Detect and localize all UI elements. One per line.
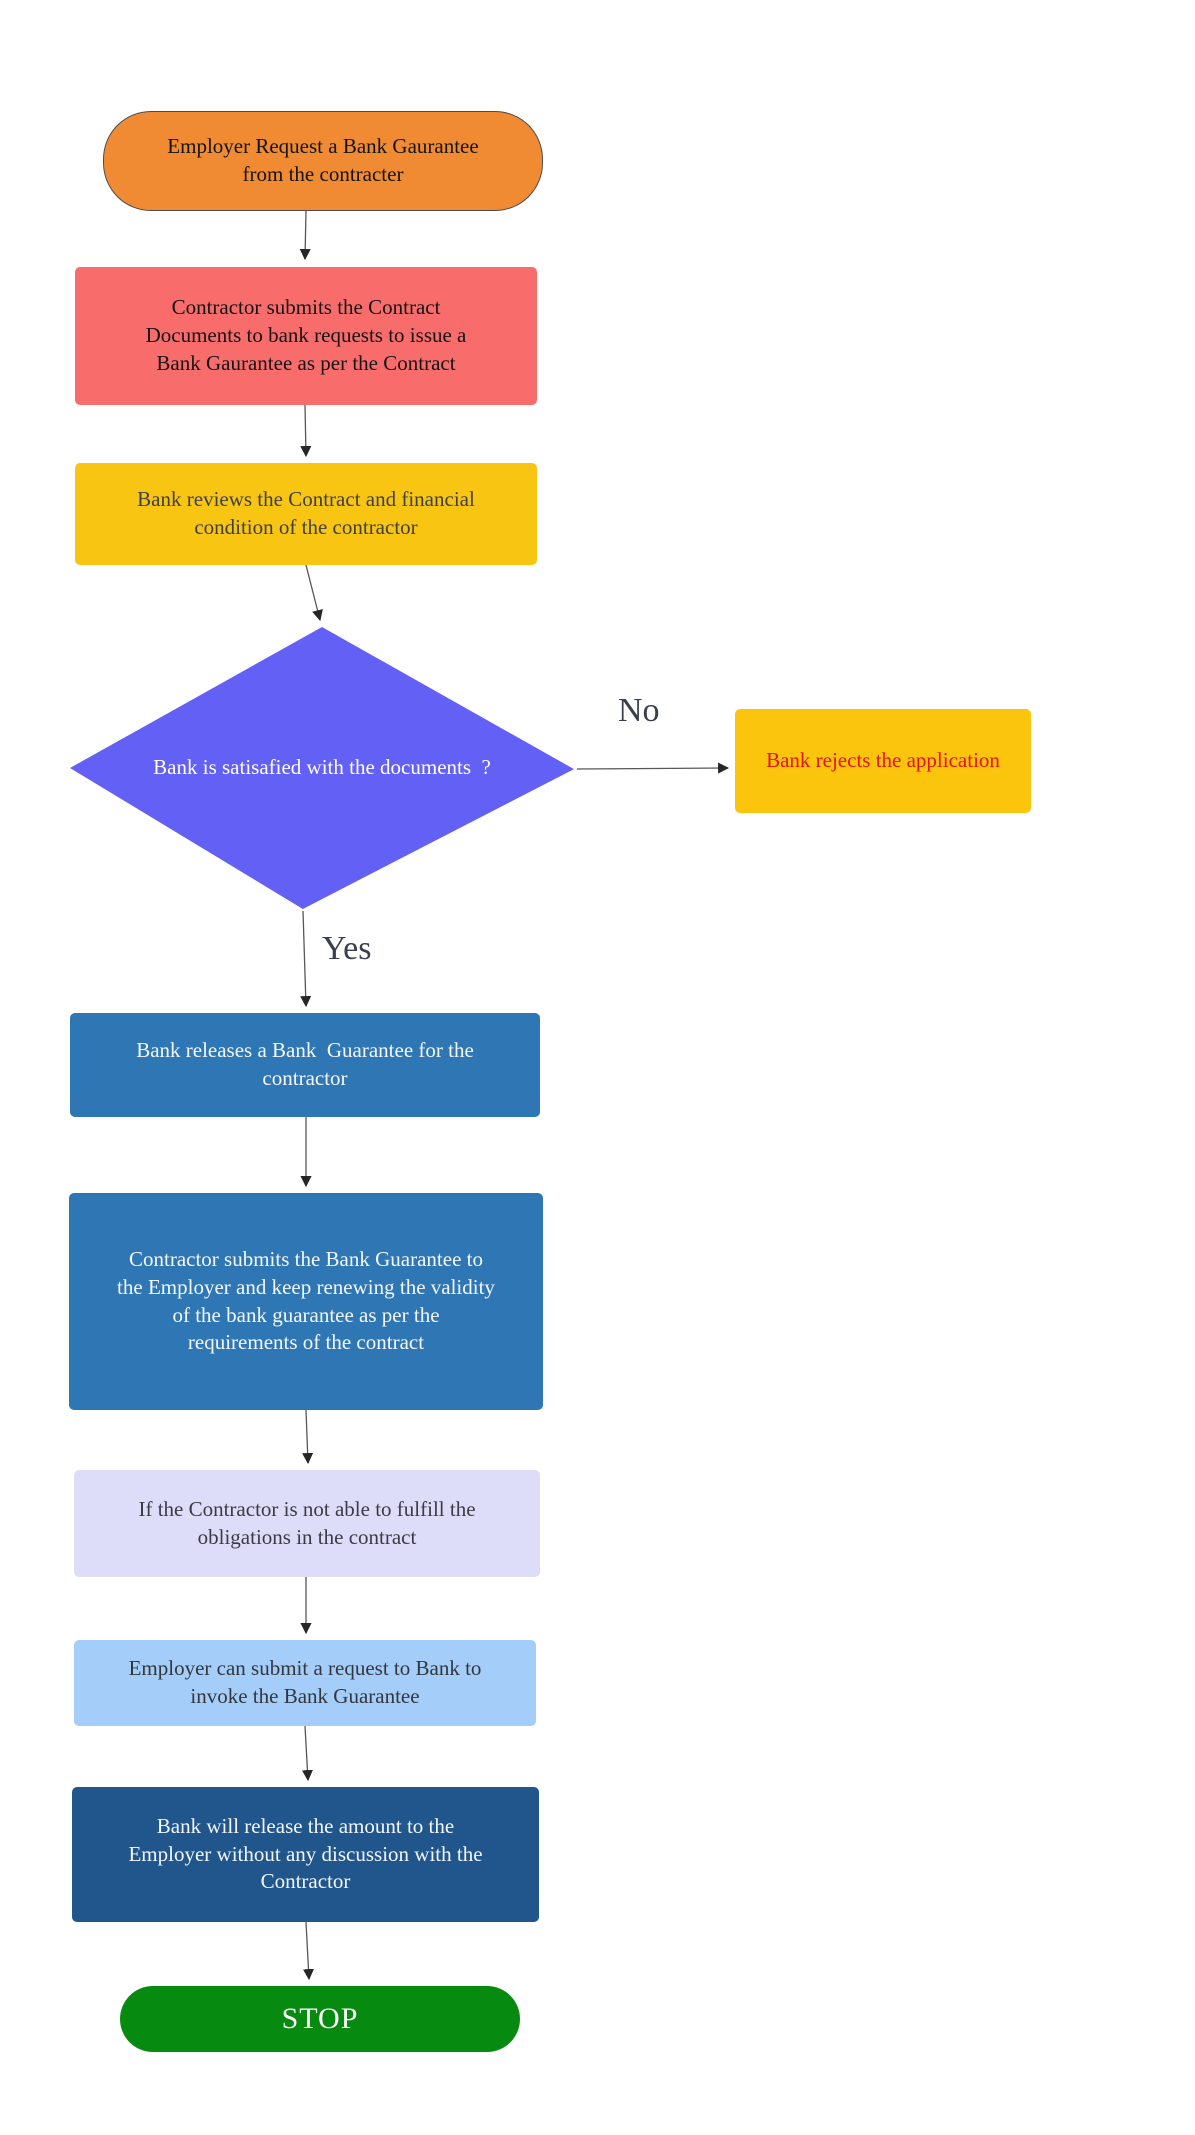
node-employer-invoke-request: Employer can submit a request to Bank to… (74, 1640, 536, 1726)
edge-label-yes: Yes (322, 930, 372, 967)
edge-label-no: No (618, 692, 660, 729)
node-contractor-submits-guarantee: Contractor submits the Bank Guarantee to… (69, 1193, 543, 1410)
arrow-invoke-to-amount (301, 1725, 313, 1782)
node-stop-terminator: STOP (120, 1986, 520, 2052)
node-contractor-not-fulfill: If the Contractor is not able to fulfill… (74, 1470, 540, 1577)
node-start-terminator: Employer Request a Bank Gaurantee from t… (103, 111, 543, 211)
arrow-renew-to-fulfill (302, 1409, 314, 1465)
node-decision-bank-satisfied: Bank is satisafied with the documents ? (70, 627, 574, 909)
node-contractor-submits-documents: Contractor submits the Contract Document… (75, 267, 537, 405)
arrow-decision-no-to-reject (576, 762, 730, 774)
arrow-start-to-submit (299, 210, 311, 261)
arrow-decision-yes-to-release (300, 910, 312, 1008)
node-bank-reviews-contract: Bank reviews the Contract and financial … (75, 463, 537, 565)
arrow-review-to-decision (305, 564, 323, 622)
arrow-submit-to-review (300, 404, 312, 458)
node-bank-releases-guarantee: Bank releases a Bank Guarantee for the c… (70, 1013, 540, 1117)
arrow-amount-to-stop (302, 1921, 314, 1981)
node-bank-rejects-application: Bank rejects the application (735, 709, 1031, 813)
node-bank-releases-amount: Bank will release the amount to the Empl… (72, 1787, 539, 1922)
